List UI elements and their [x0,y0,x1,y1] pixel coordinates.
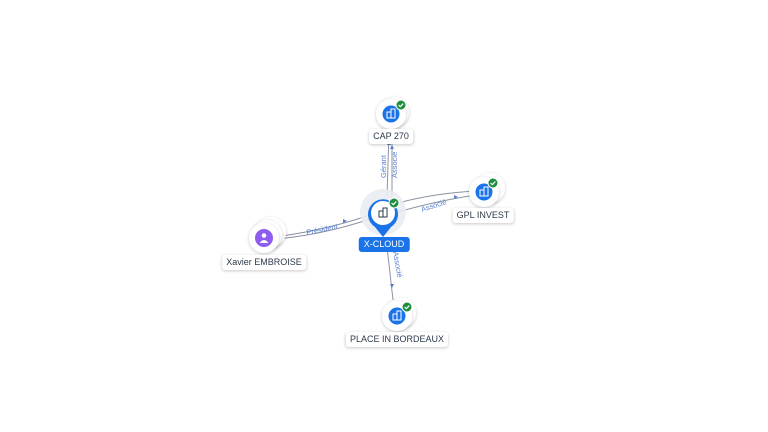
building-icon [386,108,396,119]
verified-check-icon [487,177,499,189]
node-x-cloud[interactable] [360,189,406,237]
edge-arrows [343,141,458,288]
verified-check-icon [401,301,413,313]
node-gpl-invest[interactable] [469,173,505,207]
edge-label-associe-place: Associé [391,251,404,278]
edge-label-president: Président [306,221,340,237]
node-label-cap270[interactable]: CAP 270 [369,129,413,144]
verified-check-icon [395,99,407,111]
building-icon [479,186,489,197]
building-icon [392,310,402,321]
node-cap270[interactable] [376,97,409,129]
edge-label-associe-gpl: Associé [420,197,448,214]
person-icon [259,233,269,243]
edge-label-associe-cap270: Associé [390,152,399,178]
node-label-x-cloud[interactable]: X-CLOUD [358,237,410,252]
edge-label-gerant: Gérant [379,154,388,178]
node-label-place-in-bordeaux[interactable]: PLACE IN BORDEAUX [345,332,449,347]
node-label-gpl-invest[interactable]: GPL INVEST [452,208,514,223]
node-xavier-embroise[interactable] [249,217,286,253]
verified-check-icon [388,197,400,209]
building-icon [378,207,388,218]
node-place-in-bordeaux[interactable] [382,298,416,331]
node-label-xavier-embroise[interactable]: Xavier EMBROISE [222,255,306,270]
